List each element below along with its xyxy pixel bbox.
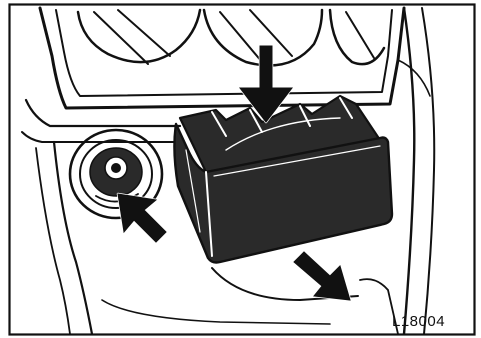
down-right-arrow-icon <box>294 252 350 300</box>
vent-panel <box>40 8 404 108</box>
figure-label: L18004 <box>392 312 472 332</box>
ashtray <box>174 96 392 263</box>
console-contour <box>398 8 434 334</box>
up-right-arrow-icon <box>118 194 166 242</box>
